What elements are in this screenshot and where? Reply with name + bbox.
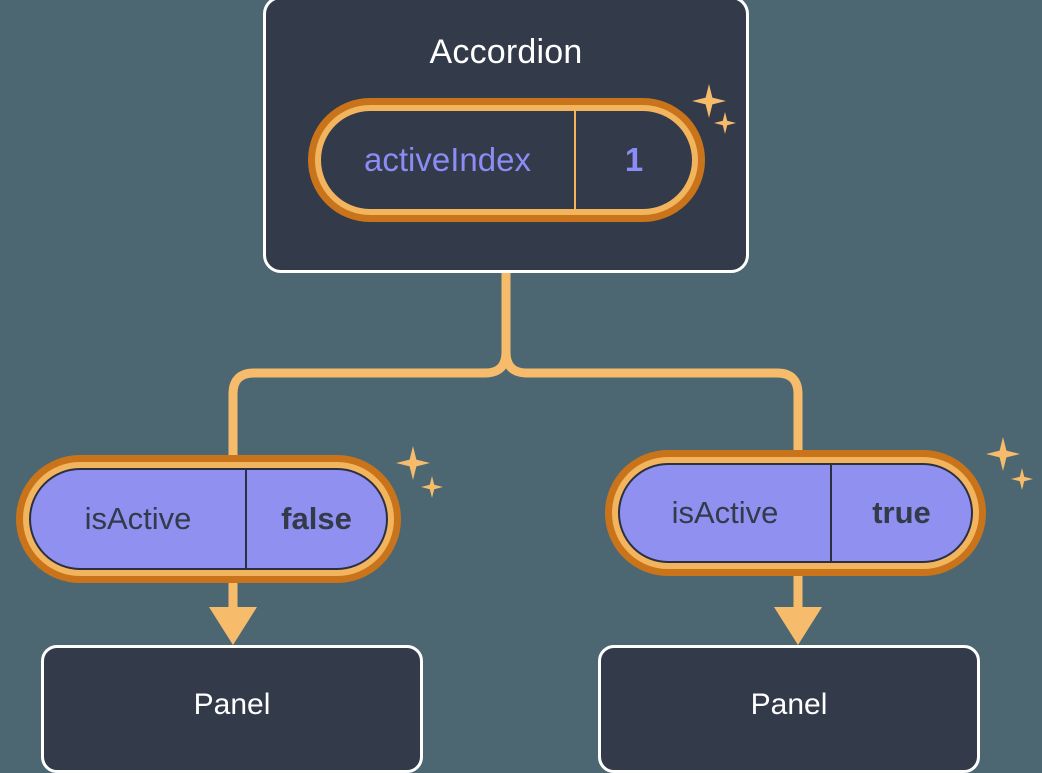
connector-tree-path [228,267,511,465]
panel-component-card-right[interactable]: Panel [598,645,980,773]
panel-title-right: Panel [750,688,828,721]
prop-value-label: false [281,501,352,536]
sparkle-icon [986,437,1020,471]
prop-pill-is-active-false[interactable]: isActive false [16,455,401,583]
arrow-head-left [209,607,257,645]
prop-value-label: true [872,495,931,530]
prop-key-label: isActive [620,465,832,561]
prop-key-label: isActive [31,470,247,568]
panel-component-card-left[interactable]: Panel [41,645,423,773]
arrow-head-right [774,607,822,645]
state-key-label: activeIndex [321,111,576,209]
sparkle-icon [396,446,430,480]
state-pill-active-index[interactable]: activeIndex 1 [308,98,705,222]
panel-title-left: Panel [193,688,271,721]
sparkle-icon-small [421,476,443,498]
sparkle-icon-small [1011,468,1033,490]
state-pill-body: activeIndex 1 [321,111,692,209]
prop-pill-body: isActive true [618,463,973,563]
connector-tree-path-right [501,267,803,460]
state-value-label: 1 [624,141,644,178]
prop-pill-is-active-true[interactable]: isActive true [605,450,986,576]
accordion-title: Accordion [429,33,583,71]
prop-pill-body: isActive false [29,468,388,570]
